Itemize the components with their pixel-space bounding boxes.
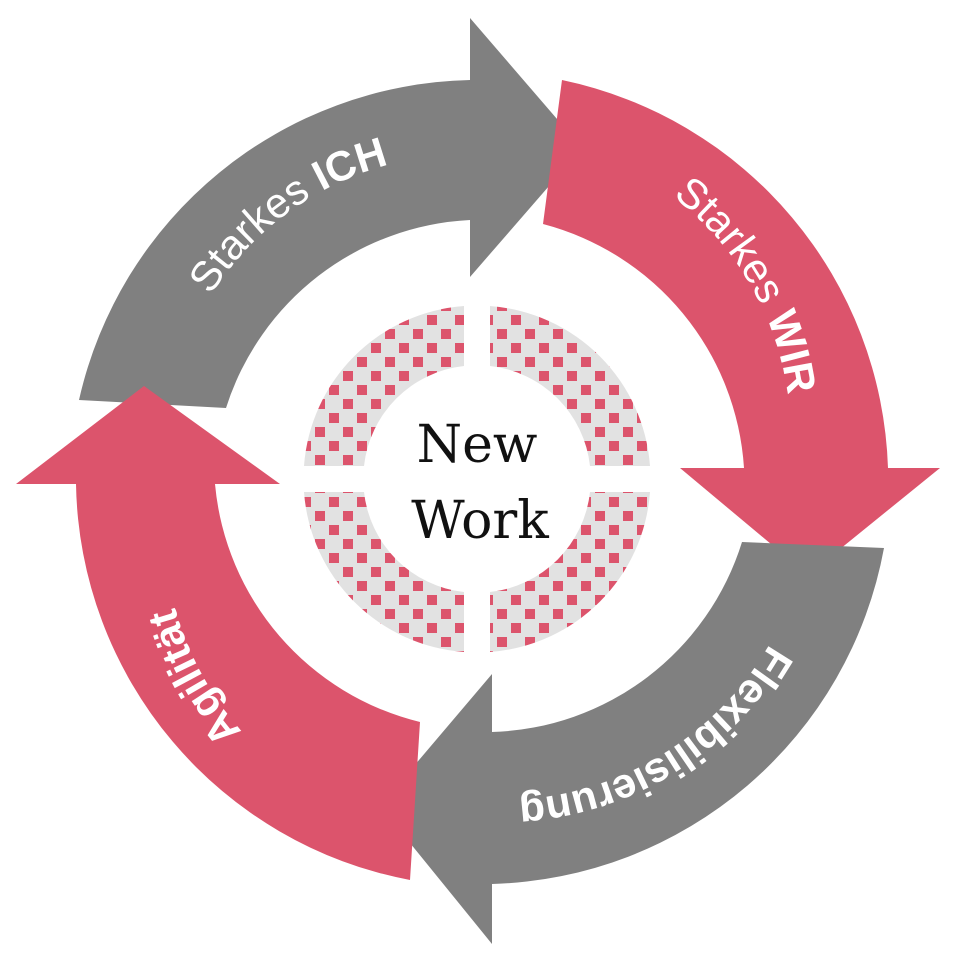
arrow-starkes-ich bbox=[79, 18, 582, 408]
pattern-quadrant-bottom-left bbox=[304, 492, 464, 652]
center-pattern-ring bbox=[304, 306, 650, 652]
pattern-quadrant-top-right bbox=[490, 306, 650, 466]
arrow-agilitaet bbox=[16, 386, 420, 880]
center-disc bbox=[365, 367, 589, 591]
center-label-line1: New bbox=[417, 415, 538, 475]
arrow-starkes-wir bbox=[543, 80, 940, 575]
pattern-quadrant-bottom-right bbox=[490, 492, 650, 652]
center-label-line2: Work bbox=[411, 491, 549, 551]
pattern-quadrant-top-left bbox=[304, 306, 464, 466]
arrow-flexibilisierung bbox=[380, 542, 884, 944]
